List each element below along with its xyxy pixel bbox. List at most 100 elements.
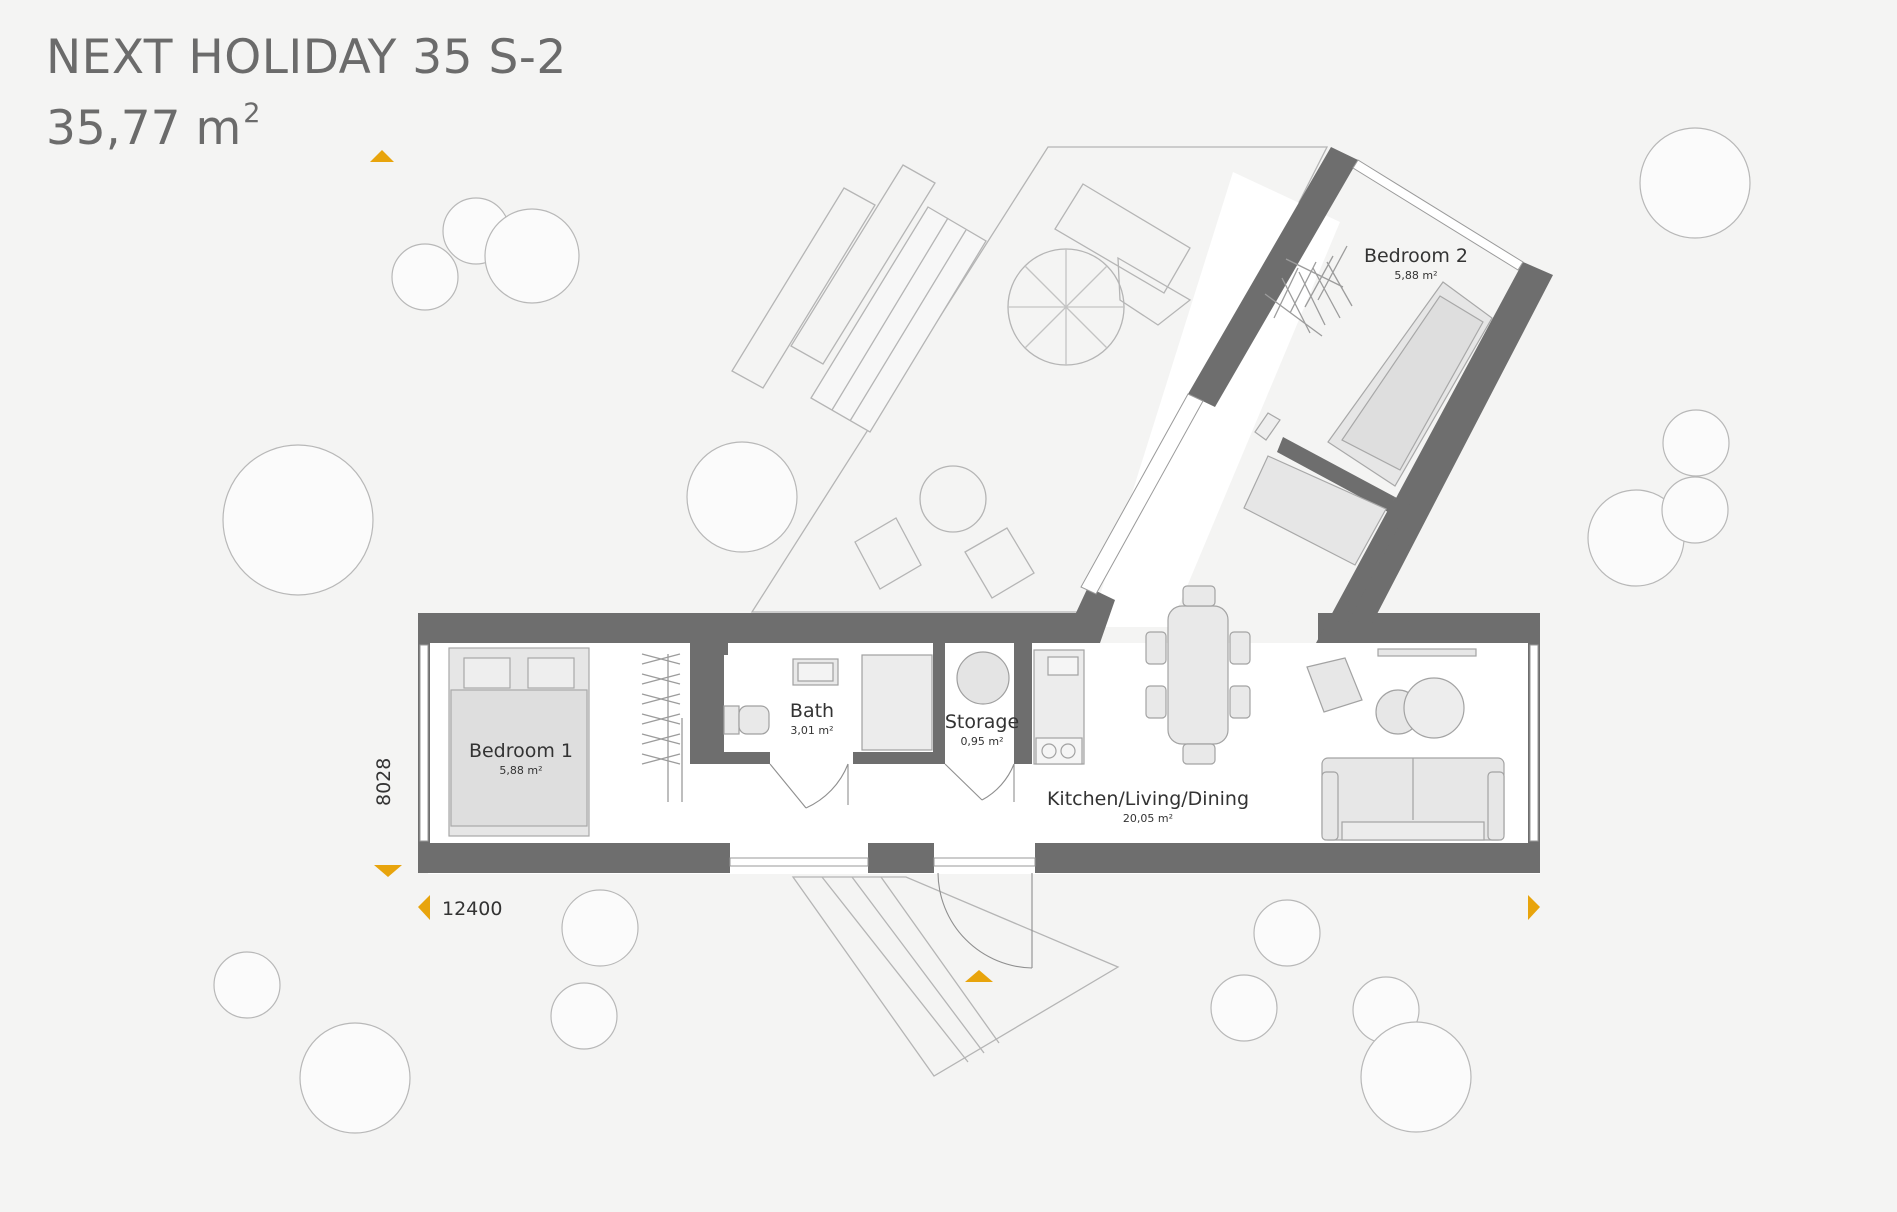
kitchen-sink bbox=[1047, 656, 1079, 676]
dimension-height: 8028 bbox=[373, 757, 395, 806]
cooktop bbox=[1035, 737, 1083, 765]
tree bbox=[222, 444, 374, 596]
plan-area-unit: 2 bbox=[243, 98, 261, 129]
chair bbox=[1229, 631, 1251, 665]
chair bbox=[1182, 743, 1216, 765]
storage-boiler bbox=[956, 651, 1010, 705]
tree bbox=[550, 982, 618, 1050]
bath-fixtures bbox=[723, 654, 933, 751]
room-label-bedroom1: Bedroom 1 5,88 m² bbox=[469, 740, 573, 777]
terrace-table bbox=[919, 465, 987, 533]
tree bbox=[391, 243, 459, 311]
chair bbox=[1145, 685, 1167, 719]
tree bbox=[1661, 476, 1729, 544]
plan-area-value: 35,77 m bbox=[46, 101, 242, 156]
marker-arrow-right bbox=[1528, 895, 1540, 920]
tree bbox=[484, 208, 580, 304]
tree bbox=[299, 1022, 411, 1134]
partition-storage-right bbox=[1014, 643, 1032, 764]
lounger bbox=[810, 206, 987, 433]
tree bbox=[1360, 1021, 1472, 1133]
tree bbox=[1639, 127, 1751, 239]
dining-table bbox=[1167, 605, 1229, 745]
room-area: 20,05 m² bbox=[1122, 812, 1174, 825]
tree bbox=[561, 889, 639, 967]
room-name: Bedroom 1 bbox=[468, 740, 574, 762]
dimension-width: 12400 bbox=[442, 898, 503, 920]
window-right bbox=[1529, 644, 1539, 842]
room-label-kitchen: Kitchen/Living/Dining 20,05 m² bbox=[1047, 788, 1249, 825]
wardrobe-bed1 bbox=[641, 653, 683, 802]
bedroom2-furniture bbox=[1243, 281, 1493, 566]
kitchen bbox=[1033, 649, 1085, 765]
chair bbox=[1182, 585, 1216, 607]
pillow bbox=[463, 657, 511, 689]
boiler bbox=[956, 651, 1010, 705]
partition-bath-bottom bbox=[690, 752, 770, 764]
bed2-partition-2 bbox=[1316, 497, 1410, 643]
room-label-bath: Bath 3,01 m² bbox=[790, 700, 834, 737]
terrace-chair bbox=[854, 517, 922, 590]
marker-arrow-up bbox=[370, 150, 394, 162]
room-name: Bedroom 2 bbox=[1363, 245, 1469, 267]
bench bbox=[790, 164, 936, 365]
living bbox=[1306, 648, 1505, 841]
wing-wall-outer bbox=[1188, 147, 1358, 407]
bedside-table bbox=[1243, 455, 1387, 566]
room-area: 5,88 m² bbox=[1394, 269, 1438, 282]
terrace-chair bbox=[964, 527, 1035, 599]
toilet-seat bbox=[738, 705, 770, 735]
coffee-table bbox=[1403, 677, 1465, 739]
room-label-storage: Storage 0,95 m² bbox=[945, 711, 1019, 748]
bed2-partition bbox=[1277, 437, 1395, 512]
partition-bath-right bbox=[933, 643, 945, 764]
windows bbox=[419, 159, 1539, 867]
bedroom1-furniture bbox=[448, 647, 590, 837]
wall-bottom-mid bbox=[868, 843, 934, 873]
door-opening bbox=[933, 857, 1036, 867]
wall-top-left bbox=[418, 613, 1092, 643]
partition-bath-bottom-r bbox=[853, 752, 943, 764]
chair bbox=[1145, 631, 1167, 665]
tree bbox=[213, 951, 281, 1019]
plan-title: NEXT HOLIDAY 35 S-2 bbox=[46, 30, 567, 85]
sink-basin bbox=[797, 662, 834, 682]
armchair-cushion bbox=[1306, 657, 1363, 713]
room-name: Storage bbox=[944, 711, 1020, 733]
plan-area: 35,77 m2 bbox=[46, 98, 260, 156]
bench bbox=[731, 187, 876, 389]
pillow bbox=[527, 657, 575, 689]
sunbed bbox=[1117, 256, 1192, 326]
bed-2-mattress bbox=[1341, 295, 1484, 471]
window-wing-top bbox=[1352, 159, 1524, 271]
room-area: 3,01 m² bbox=[790, 724, 834, 737]
room-label-bedroom2: Bedroom 2 5,88 m² bbox=[1364, 245, 1468, 282]
wall-bottom-right bbox=[1035, 843, 1540, 873]
tree bbox=[1253, 899, 1321, 967]
window-bottom bbox=[729, 857, 869, 867]
markers bbox=[370, 150, 1540, 982]
room-area: 0,95 m² bbox=[960, 735, 1004, 748]
shower bbox=[861, 654, 933, 751]
marker-arrow-down bbox=[374, 865, 402, 877]
room-name: Bath bbox=[789, 700, 835, 722]
sunbed bbox=[1054, 183, 1191, 294]
marker-arrow-left bbox=[418, 895, 430, 920]
window-left bbox=[419, 644, 429, 842]
bed-mattress bbox=[450, 689, 588, 827]
tree bbox=[1210, 974, 1278, 1042]
entrance-steps bbox=[791, 876, 1120, 1077]
partition-bath-left bbox=[690, 643, 724, 763]
wardrobe-bed2 bbox=[1264, 245, 1353, 337]
partition-bath-top bbox=[724, 643, 728, 655]
doors bbox=[769, 763, 1033, 969]
chair bbox=[1229, 685, 1251, 719]
nightstand bbox=[1254, 412, 1281, 441]
room-name: Kitchen/Living/Dining bbox=[1046, 788, 1250, 810]
wing-wall-lower bbox=[1062, 587, 1115, 643]
window-sliding bbox=[1080, 393, 1204, 595]
wall-bottom-left bbox=[418, 843, 730, 873]
room-area: 5,88 m² bbox=[499, 764, 543, 777]
tree bbox=[686, 441, 798, 553]
